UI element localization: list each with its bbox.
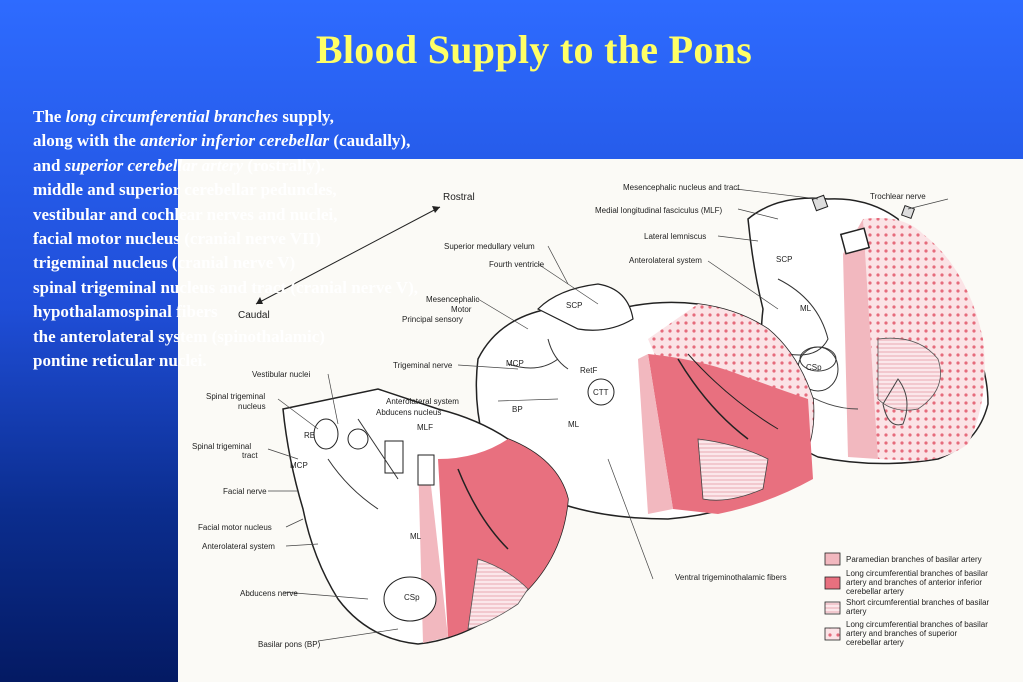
text-part-italic: anterior inferior cerebellar — [140, 131, 329, 150]
label-scp-rostral: SCP — [776, 255, 792, 264]
label-anterolateral-system-middle: Anterolateral system — [386, 397, 459, 406]
text-line: trigeminal nucleus (cranial nerve V) — [33, 251, 533, 275]
text-part: trigeminal nucleus (cranial nerve V) — [33, 253, 295, 272]
text-line: hypothalamospinal fibers — [33, 300, 533, 324]
legend-label-4b: artery and branches of superior — [846, 629, 958, 638]
text-part: hypothalamospinal fibers — [33, 302, 218, 321]
legend-label-2a: Long circumferential branches of basilar — [846, 569, 988, 578]
label-ventral-trigeminothalamic: Ventral trigeminothalamic fibers — [675, 573, 787, 582]
label-ml-rostral: ML — [800, 304, 812, 313]
text-line: along with the anterior inferior cerebel… — [33, 129, 533, 153]
label-facial-motor-nucleus: Facial motor nucleus — [198, 523, 272, 532]
text-part: supply, — [278, 107, 334, 126]
label-csp-caudal: CSp — [404, 593, 420, 602]
label-anterolateral-system-caudal: Anterolateral system — [202, 542, 275, 551]
legend-swatch-long-aica — [825, 577, 840, 589]
text-part: pontine reticular nuclei. — [33, 351, 207, 370]
text-line: middle and superior cerebellar peduncles… — [33, 178, 533, 202]
label-facial-nerve: Facial nerve — [223, 487, 267, 496]
text-part: (caudally), — [329, 131, 410, 150]
legend-swatch-short — [825, 602, 840, 614]
label-retf: RetF — [580, 366, 597, 375]
label-mlf-long: Medial longitudinal fasciculus (MLF) — [595, 206, 723, 215]
label-anterolateral-system: Anterolateral system — [629, 256, 702, 265]
text-part: middle and superior cerebellar peduncles… — [33, 180, 337, 199]
slide-title: Blood Supply to the Pons — [0, 26, 1023, 73]
legend-label-2c: cerebellar artery — [846, 587, 904, 596]
legend-label-1a: Paramedian branches of basilar artery — [846, 555, 982, 564]
text-part: vestibular and cochlear nerves and nucle… — [33, 205, 337, 224]
text-part: along with the — [33, 131, 140, 150]
text-line: pontine reticular nuclei. — [33, 349, 533, 373]
text-line: vestibular and cochlear nerves and nucle… — [33, 203, 533, 227]
label-mcp-caudal: MCP — [290, 461, 308, 470]
label-ml-middle: ML — [568, 420, 580, 429]
legend-label-4a: Long circumferential branches of basilar — [846, 620, 988, 629]
text-line: spinal trigeminal nucleus and tract (cra… — [33, 276, 533, 300]
legend-label-4c: cerebellar artery — [846, 638, 904, 647]
text-part: the anterolateral system (spinothalamic) — [33, 327, 325, 346]
label-bp: BP — [512, 405, 523, 414]
label-spinal-trigeminal-nucleus-1: Spinal trigeminal — [206, 392, 265, 401]
label-scp-middle: SCP — [566, 301, 582, 310]
legend-label-3b: artery — [846, 607, 866, 616]
label-abducens-nerve: Abducens nerve — [240, 589, 298, 598]
label-lateral-lemniscus: Lateral lemniscus — [644, 232, 706, 241]
text-line: the anterolateral system (spinothalamic) — [33, 325, 533, 349]
text-part-italic: long circumferential branches — [66, 107, 279, 126]
label-spinal-trigeminal-nucleus-2: nucleus — [238, 402, 266, 411]
label-ctt: CTT — [593, 388, 609, 397]
legend-label-2b: artery and branches of anterior inferior — [846, 578, 982, 587]
text-part: and — [33, 156, 65, 175]
text-line: facial motor nucleus (cranial nerve VII) — [33, 227, 533, 251]
text-part: (rostrally). — [243, 156, 325, 175]
text-part: facial motor nucleus (cranial nerve VII) — [33, 229, 321, 248]
text-part: spinal trigeminal nucleus and tract (cra… — [33, 278, 418, 297]
label-ml-caudal: ML — [410, 532, 422, 541]
label-spinal-trigeminal-tract-2: tract — [242, 451, 258, 460]
legend-swatch-long-sca — [825, 628, 840, 640]
legend: Paramedian branches of basilar artery Lo… — [825, 553, 990, 647]
text-line: The long circumferential branches supply… — [33, 105, 533, 129]
text-part: The — [33, 107, 66, 126]
label-mesencephalic-nucleus-tract: Mesencephalic nucleus and tract — [623, 183, 740, 192]
label-spinal-trigeminal-tract-1: Spinal trigeminal — [192, 442, 251, 451]
label-abducens-nucleus: Abducens nucleus — [376, 408, 441, 417]
label-mlf: MLF — [417, 423, 433, 432]
legend-label-3a: Short circumferential branches of basila… — [846, 598, 990, 607]
text-line: and superior cerebellar artery (rostrall… — [33, 154, 533, 178]
label-basilar-pons: Basilar pons (BP) — [258, 640, 321, 649]
legend-swatch-paramedian — [825, 553, 840, 565]
label-csp-rostral: CSp — [806, 363, 822, 372]
text-part-italic: superior cerebellar artery — [65, 156, 243, 175]
supply-text-block: The long circumferential branches supply… — [33, 105, 533, 373]
label-trochlear-nerve: Trochlear nerve — [870, 192, 926, 201]
label-rb: RB — [304, 431, 315, 440]
